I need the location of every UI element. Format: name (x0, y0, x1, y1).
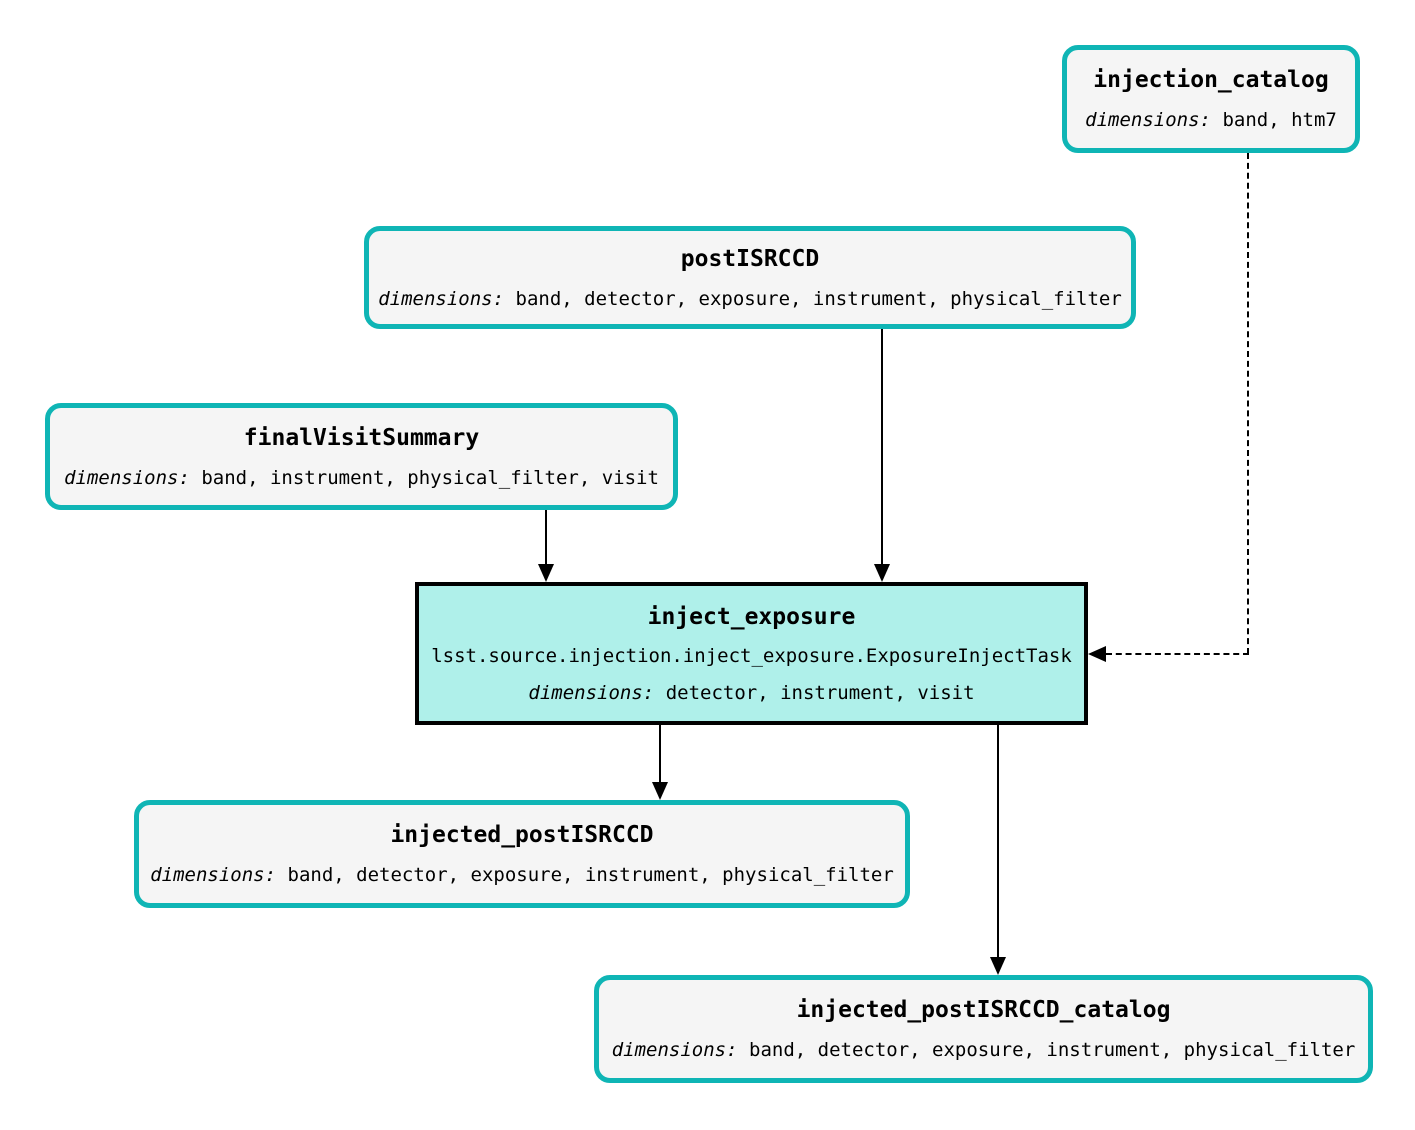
node-dimensions: dimensions: band, instrument, physical_f… (64, 466, 659, 490)
edge-injection-catalog-to-inject-exposure-horizontal-line (1106, 653, 1249, 655)
edge-inject-exposure-to-injected-postisrccd-arrowhead-icon (652, 782, 668, 800)
node-dimensions: dimensions: band, detector, exposure, in… (150, 863, 894, 887)
node-title: injected_postISRCCD (390, 822, 654, 848)
dimensions-label: dimensions: (1085, 109, 1211, 131)
node-inject-exposure-task: inject_exposure lsst.source.injection.in… (415, 582, 1088, 725)
node-title: inject_exposure (647, 603, 856, 630)
edge-injection-catalog-to-inject-exposure-arrowhead-icon (1088, 646, 1106, 662)
node-injected-postisrccd: injected_postISRCCD dimensions: band, de… (134, 800, 910, 908)
dimensions-value: band, detector, exposure, instrument, ph… (276, 864, 894, 886)
edge-inject-exposure-to-injected-postisrccd-line (659, 725, 661, 783)
dimensions-label: dimensions: (611, 1039, 738, 1061)
node-finalvisitsummary: finalVisitSummary dimensions: band, inst… (45, 403, 678, 510)
dimensions-label: dimensions: (150, 864, 277, 886)
node-title: injected_postISRCCD_catalog (796, 997, 1171, 1023)
node-postisrccd: postISRCCD dimensions: band, detector, e… (364, 226, 1136, 329)
node-title: postISRCCD (680, 245, 820, 272)
edge-postisrccd-to-inject-exposure-line (881, 329, 883, 565)
edge-inject-exposure-to-injected-postisrccd-catalog-arrowhead-icon (990, 957, 1006, 975)
node-dimensions: dimensions: band, htm7 (1085, 108, 1337, 132)
dimensions-value: detector, instrument, visit (654, 681, 975, 704)
dimensions-value: band, detector, exposure, instrument, ph… (737, 1039, 1356, 1061)
dimensions-label: dimensions: (528, 681, 655, 704)
node-dimensions: dimensions: band, detector, exposure, in… (378, 287, 1122, 311)
node-injection-catalog: injection_catalog dimensions: band, htm7 (1062, 45, 1360, 153)
node-title: injection_catalog (1093, 67, 1329, 93)
edge-finalvisitsummary-to-inject-exposure-line (545, 510, 547, 565)
node-injected-postisrccd-catalog: injected_postISRCCD_catalog dimensions: … (594, 975, 1373, 1083)
node-dimensions: dimensions: band, detector, exposure, in… (612, 1038, 1356, 1062)
task-class-path: lsst.source.injection.inject_exposure.Ex… (431, 644, 1072, 667)
dimensions-label: dimensions: (378, 287, 505, 310)
dimensions-value: band, htm7 (1211, 109, 1337, 131)
dimensions-value: band, instrument, physical_filter, visit (189, 466, 659, 489)
edge-postisrccd-to-inject-exposure-arrowhead-icon (874, 564, 890, 582)
dimensions-value: band, detector, exposure, instrument, ph… (504, 287, 1122, 310)
edge-finalvisitsummary-to-inject-exposure-arrowhead-icon (538, 564, 554, 582)
edge-injection-catalog-to-inject-exposure-vertical-line (1247, 153, 1249, 654)
edge-inject-exposure-to-injected-postisrccd-catalog-line (997, 725, 999, 958)
node-dimensions: dimensions: detector, instrument, visit (528, 681, 974, 705)
node-title: finalVisitSummary (243, 424, 480, 451)
dimensions-label: dimensions: (64, 466, 190, 489)
